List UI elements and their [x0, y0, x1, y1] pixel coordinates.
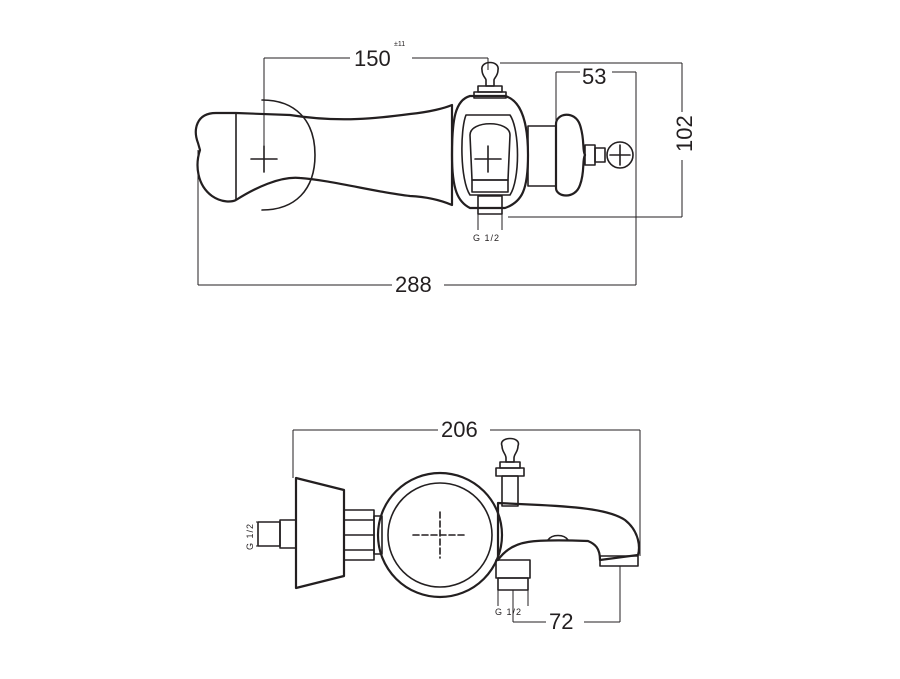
central-housing [450, 94, 530, 210]
front-view: 206 72 G 1/2 G 1/2 [245, 417, 641, 634]
right-handle [554, 113, 587, 197]
dim-102-label: 102 [672, 115, 697, 152]
dim-53-label: 53 [582, 64, 606, 89]
right-knob [606, 141, 634, 169]
left-handle [194, 111, 237, 203]
spout [496, 501, 641, 562]
top-view: 150 ±11 53 102 288 G 1/2 [194, 41, 697, 297]
dim-72-label: 72 [549, 609, 573, 634]
front-finial [500, 437, 520, 463]
front-thread-label-left: G 1/2 [245, 523, 255, 550]
dim-150-tolerance: ±11 [394, 41, 405, 48]
front-thread-label-bottom: G 1/2 [495, 607, 522, 617]
wall-flange [294, 476, 346, 590]
dim-206-label: 206 [441, 417, 478, 442]
wall-rosette [261, 99, 316, 211]
top-thread-label: G 1/2 [473, 233, 500, 243]
body-disc [376, 471, 504, 599]
mixer-body [235, 103, 454, 207]
dim-288-label: 288 [395, 272, 432, 297]
dim-150-label: 150 [354, 46, 391, 71]
top-finial [481, 61, 499, 87]
